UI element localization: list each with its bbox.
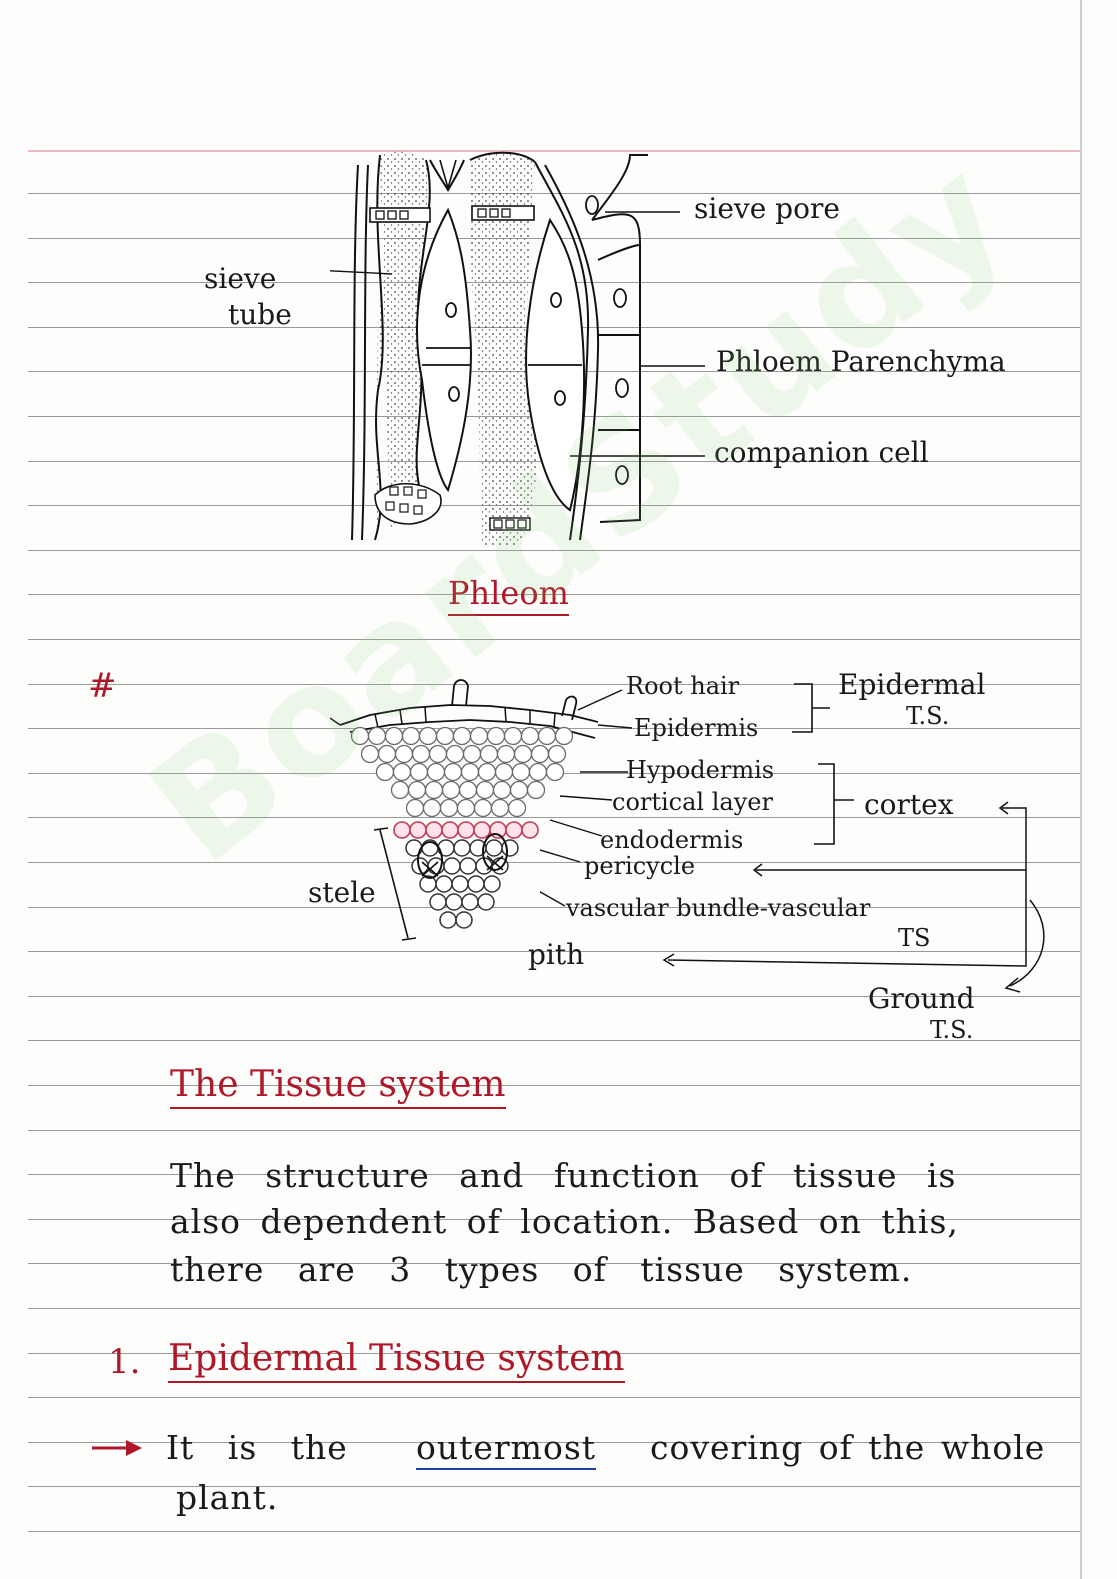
paragraph-line-2: also dependent of location. Based on thi… <box>170 1202 959 1241</box>
ruled-line <box>28 684 1082 685</box>
ruled-line <box>28 1040 1082 1041</box>
label-hypodermis: Hypodermis <box>626 756 775 784</box>
ruled-line <box>28 193 1082 194</box>
ruled-line <box>28 862 1082 863</box>
item-1-title: Epidermal Tissue system <box>168 1338 625 1383</box>
label-stele: stele <box>308 876 376 909</box>
group-ground-ts: T.S. <box>930 1016 974 1044</box>
group-cortex: cortex <box>864 788 954 821</box>
page-edge <box>1080 0 1082 1579</box>
label-phloem-parenchyma: Phloem Parenchyma <box>716 345 1006 378</box>
bullet-line-1a: It is the <box>166 1428 348 1467</box>
label-vascular-bundle: vascular bundle-vascular <box>566 894 871 922</box>
ruled-line <box>28 1308 1082 1309</box>
label-pith: pith <box>528 938 585 971</box>
label-root-hair: Root hair <box>626 672 740 700</box>
ruled-line <box>28 1263 1082 1264</box>
root-ts-leaders <box>540 683 1045 993</box>
label-vascular-ts: TS <box>898 924 931 952</box>
label-pericycle: pericycle <box>584 852 696 880</box>
ruled-line <box>28 1174 1082 1175</box>
hash-marker: # <box>88 666 117 706</box>
group-epidermal: Epidermal <box>838 668 986 701</box>
ruled-line <box>28 505 1082 506</box>
label-endodermis: endodermis <box>600 826 744 854</box>
label-epidermis: Epidermis <box>634 714 759 742</box>
ruled-line <box>28 1219 1082 1220</box>
label-cortical-layer: cortical layer <box>612 788 773 816</box>
group-epidermal-ts: T.S. <box>906 702 950 730</box>
ruled-line <box>28 817 1082 818</box>
ruled-line <box>28 1531 1082 1532</box>
phloem-title: Phleom <box>448 574 569 616</box>
label-sieve: sieve <box>204 262 277 295</box>
item-1-number: 1. <box>108 1342 141 1382</box>
paragraph-line-3: there are 3 types of tissue system. <box>170 1250 913 1289</box>
paragraph-line-1: The structure and function of tissue is <box>170 1156 957 1195</box>
ruled-line <box>28 594 1082 595</box>
bullet-arrow-icon <box>92 1440 142 1456</box>
label-tube: tube <box>228 298 292 331</box>
group-ground: Ground <box>868 982 975 1015</box>
bullet-line-2: plant. <box>176 1478 279 1517</box>
ruled-line <box>28 951 1082 952</box>
ruled-line <box>28 1442 1082 1443</box>
ruled-line <box>28 639 1082 640</box>
ruled-line <box>28 996 1082 997</box>
bullet-line-1c: covering of the whole <box>650 1428 1046 1467</box>
ruled-line <box>28 1085 1082 1086</box>
phloem-diagram <box>330 151 705 546</box>
ruled-line <box>28 1130 1082 1131</box>
ruled-line <box>28 550 1082 551</box>
tissue-system-heading: The Tissue system <box>170 1064 506 1109</box>
label-companion-cell: companion cell <box>714 436 929 469</box>
top-margin-line <box>28 150 1082 152</box>
ruled-line <box>28 1486 1082 1487</box>
ruled-line <box>28 1353 1082 1354</box>
root-ts-diagram <box>330 679 599 941</box>
ruled-line <box>28 1397 1082 1398</box>
bullet-line-1b: outermost <box>416 1428 597 1470</box>
ruled-line <box>28 907 1082 908</box>
label-sieve-pore: sieve pore <box>694 192 840 225</box>
ruled-line <box>28 728 1082 729</box>
